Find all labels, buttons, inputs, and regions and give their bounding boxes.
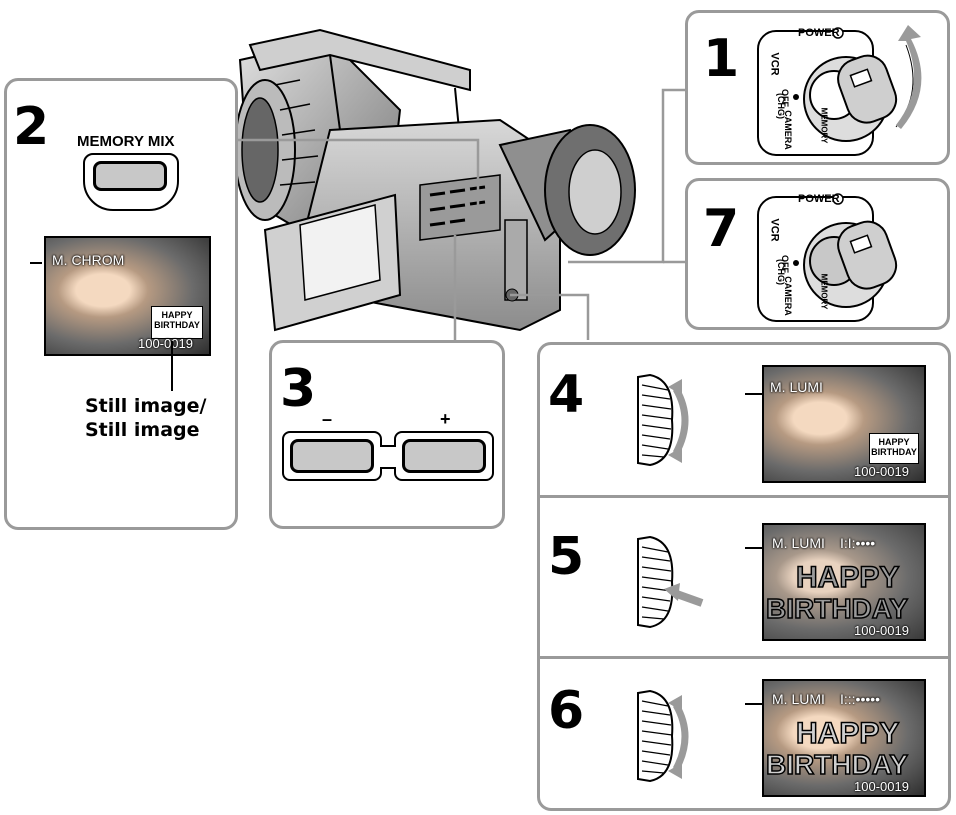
step-2-panel: 2 MEMORY MIX M. CHROM HAPPY BIRTHDAY 100… xyxy=(4,78,238,530)
dial-power-label: POWER xyxy=(798,27,840,39)
leader-lines xyxy=(238,88,685,340)
divider xyxy=(540,495,948,498)
memory-mix-button[interactable] xyxy=(93,161,167,191)
dial-vcr-label: VCR xyxy=(768,218,781,242)
divider xyxy=(540,656,948,659)
memory-mix-button-housing xyxy=(83,153,179,211)
step-4-number: 4 xyxy=(548,365,585,425)
overlay-text-line-1: HAPPY xyxy=(795,716,900,751)
memory-mix-label: MEMORY MIX xyxy=(77,133,175,150)
osd-pointer xyxy=(745,703,763,705)
dial-power-label: POWER xyxy=(798,193,840,205)
dial-camera-label: CAMERA xyxy=(782,276,793,316)
dial-memory-label: MEMORY xyxy=(819,273,829,310)
lumi-preview-step-6: M. LUMI I:::••••• HAPPY BIRTHDAY 100-001… xyxy=(762,679,926,797)
steps-4-6-panel: 4 M. LUMI HAPPY BIRTHDAY 100-0019 5 M. L… xyxy=(537,342,951,811)
caption-line-2: Still image xyxy=(85,419,200,441)
card-line-2: BIRTHDAY xyxy=(154,320,200,330)
osd-mode-label: M. LUMI xyxy=(770,379,823,395)
still-image-preview: M. CHROM HAPPY BIRTHDAY 100-0019 xyxy=(44,236,211,356)
osd-mode-label: M. CHROM xyxy=(52,252,125,268)
step-5-number: 5 xyxy=(548,527,585,587)
step-1-number: 1 xyxy=(703,29,740,89)
file-number: 100-0019 xyxy=(138,336,193,351)
step-1-panel: 1 POWER VCR OFF (CHG) CAMERA MEMORY xyxy=(685,10,950,165)
viewfinder-eyecup xyxy=(498,124,636,256)
caption-line-1: Still image/ xyxy=(85,395,207,417)
file-number: 100-0019 xyxy=(854,464,909,479)
minus-button-housing xyxy=(282,431,382,481)
overlay-text-line-2: BIRTHDAY xyxy=(765,592,909,625)
plus-label: + xyxy=(440,409,451,429)
step-7-panel: 7 POWER VCR OFF (CHG) CAMERA MEMORY xyxy=(685,178,950,330)
button-bridge xyxy=(380,445,396,469)
power-switch-icon xyxy=(757,193,898,322)
step-3-panel: 3 – + xyxy=(269,340,505,529)
power-switch-icon xyxy=(757,25,922,156)
minus-label: – xyxy=(322,409,333,429)
overlay-text-line-2: BIRTHDAY xyxy=(765,748,909,781)
osd-mode-label: M. LUMI xyxy=(772,535,825,551)
card-line-1: HAPPY xyxy=(161,310,193,320)
card-line-1: HAPPY xyxy=(878,437,910,447)
effect-level-indicator: I:I:•••• xyxy=(840,535,876,551)
camera-handle xyxy=(248,28,471,141)
dial-memory-label: MEMORY xyxy=(819,107,829,144)
step-7-number: 7 xyxy=(703,199,740,259)
dial-press-icon xyxy=(637,535,704,629)
file-number: 100-0019 xyxy=(854,779,909,794)
osd-pointer xyxy=(30,262,42,264)
lcd-panel xyxy=(263,193,402,332)
step-3-number: 3 xyxy=(280,359,317,419)
step-6-number: 6 xyxy=(548,681,585,741)
osd-pointer xyxy=(745,547,763,549)
plus-button-housing xyxy=(394,431,494,481)
file-number: 100-0019 xyxy=(854,623,909,638)
lumi-preview-step-5: M. LUMI I:I:•••• HAPPY BIRTHDAY 100-0019 xyxy=(762,523,926,641)
dial-rotate-icon xyxy=(637,373,689,467)
osd-pointer xyxy=(745,393,763,395)
osd-mode-label: M. LUMI xyxy=(772,691,825,707)
birthday-card: HAPPY BIRTHDAY xyxy=(151,306,203,339)
dial-camera-label: CAMERA xyxy=(782,110,793,150)
dial-vcr-label: VCR xyxy=(768,52,781,76)
effect-level-indicator: I:::••••• xyxy=(840,691,881,707)
caption-pointer-line xyxy=(171,341,173,391)
birthday-card: HAPPY BIRTHDAY xyxy=(869,433,919,464)
card-line-2: BIRTHDAY xyxy=(871,447,917,457)
dial-rotate-icon xyxy=(637,689,689,783)
plus-button[interactable] xyxy=(402,439,486,473)
minus-button[interactable] xyxy=(290,439,374,473)
overlay-text-line-1: HAPPY xyxy=(795,560,900,595)
step-2-number: 2 xyxy=(13,97,50,157)
lumi-preview-step-4: M. LUMI HAPPY BIRTHDAY 100-0019 xyxy=(762,365,926,483)
